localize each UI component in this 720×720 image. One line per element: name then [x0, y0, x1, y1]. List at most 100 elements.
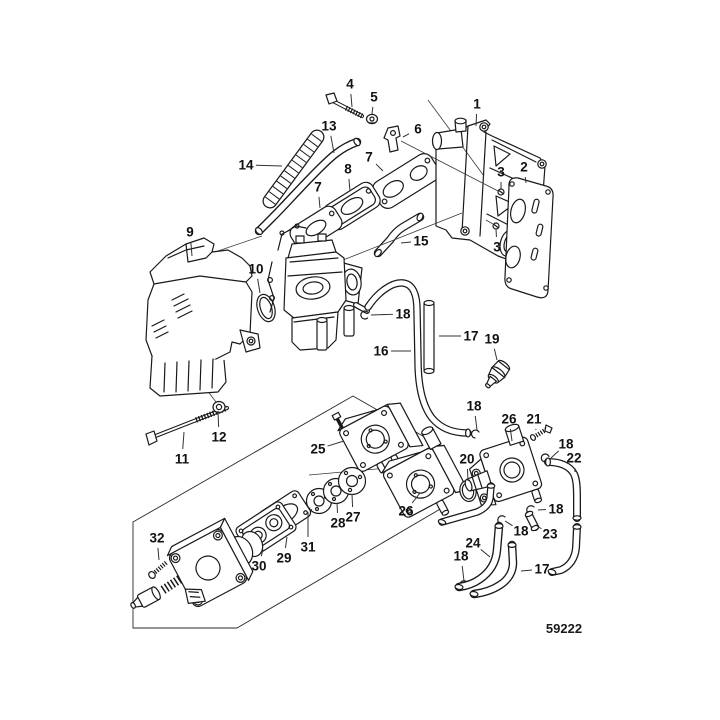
callout-25: 25 — [310, 442, 326, 457]
callout-17: 17 — [534, 562, 549, 577]
callout-18: 18 — [558, 437, 574, 452]
callout-27: 27 — [345, 510, 360, 525]
callout-leader-18 — [370, 313, 394, 316]
callout-18: 18 — [548, 502, 564, 517]
callout-leader-7 — [318, 196, 321, 209]
part-clip-18-a — [360, 310, 369, 320]
part-clip-18-b — [471, 429, 480, 439]
part-hose-17-bottom — [469, 540, 518, 599]
callout-32: 32 — [149, 531, 164, 546]
callout-15: 15 — [413, 234, 429, 249]
callout-leader-18 — [504, 520, 513, 527]
callout-5: 5 — [370, 90, 378, 105]
drawing-number: 59222 — [546, 621, 582, 636]
callout-leader-18 — [474, 415, 478, 431]
callout-leader-6 — [402, 133, 410, 138]
part-fuel-pump-26-left — [381, 426, 469, 518]
callout-leader-25 — [327, 440, 345, 447]
callout-31: 31 — [300, 540, 316, 555]
part-tube-15 — [373, 212, 425, 258]
part-hose-22 — [544, 457, 582, 576]
callout-7: 7 — [365, 150, 373, 165]
callout-18: 18 — [513, 524, 529, 539]
callout-3: 3 — [497, 165, 505, 180]
callout-leader-30 — [260, 548, 264, 557]
callout-leader-19 — [493, 348, 498, 361]
part-gasket-2 — [504, 177, 554, 299]
callout-leader-1 — [475, 113, 478, 127]
callout-leader-9 — [190, 241, 193, 257]
part-hose-elbow — [437, 482, 496, 526]
callout-12: 12 — [211, 430, 226, 445]
callout-leader-10 — [257, 278, 261, 294]
callout-leader-23 — [536, 525, 542, 530]
callout-11: 11 — [175, 452, 190, 467]
part-bracket-6 — [383, 125, 401, 153]
part-bolt-4 — [325, 92, 364, 119]
callout-1: 1 — [473, 97, 481, 112]
callout-leader-18 — [461, 565, 465, 582]
callout-leader-18 — [550, 450, 560, 459]
part-fuel-pump-body — [166, 517, 254, 608]
callout-28: 28 — [330, 516, 346, 531]
callout-2: 2 — [520, 160, 528, 175]
part-washer-12 — [212, 400, 226, 414]
part-tube-17 — [423, 299, 435, 375]
part-screw-32 — [148, 560, 169, 579]
callout-leader-13 — [330, 135, 335, 154]
callout-13: 13 — [321, 119, 337, 134]
callout-leader-20 — [466, 468, 469, 482]
callout-leader-29 — [284, 536, 288, 549]
callout-leader-7 — [375, 163, 384, 172]
callout-leader-32 — [157, 547, 160, 561]
part-sleeve — [262, 129, 325, 209]
callout-17: 17 — [463, 329, 478, 344]
part-spring — [160, 575, 183, 594]
callout-21: 21 — [526, 412, 542, 427]
part-clip-18-c — [540, 453, 550, 463]
callout-26: 26 — [398, 504, 414, 519]
callout-24: 24 — [465, 536, 481, 551]
callout-leader-26 — [509, 428, 513, 442]
callout-7: 7 — [314, 180, 322, 195]
callout-8: 8 — [344, 162, 352, 177]
callout-leader-11 — [182, 431, 185, 450]
callout-6: 6 — [414, 122, 422, 137]
part-carburetor — [267, 212, 463, 351]
callout-18: 18 — [466, 399, 482, 414]
callout-leader-17 — [520, 569, 533, 572]
callout-23: 23 — [542, 527, 558, 542]
callout-leader-28 — [336, 502, 338, 514]
callout-leader-15 — [400, 241, 412, 244]
callout-22: 22 — [566, 451, 581, 466]
callout-14: 14 — [238, 158, 254, 173]
callout-leader-2 — [524, 176, 527, 184]
part-hose-13 — [254, 137, 362, 236]
callout-leader-4 — [350, 93, 353, 108]
part-hose-16 — [364, 279, 472, 438]
callout-18: 18 — [395, 307, 411, 322]
callout-leader-26 — [411, 492, 421, 504]
part-fitting-21 — [529, 424, 553, 441]
callout-leader-8 — [348, 178, 351, 192]
part-hose-24 — [454, 521, 504, 592]
callout-20: 20 — [459, 452, 474, 467]
callout-16: 16 — [373, 344, 389, 359]
part-washer-5 — [365, 113, 379, 125]
callout-18: 18 — [453, 549, 469, 564]
callout-leader-12 — [217, 410, 220, 428]
callout-3: 3 — [493, 240, 501, 255]
part-connector-19 — [484, 359, 511, 389]
callout-30: 30 — [251, 559, 266, 574]
callout-19: 19 — [484, 332, 499, 347]
callout-4: 4 — [346, 77, 354, 92]
callout-leader-27 — [351, 493, 354, 508]
part-check-valve-discs — [305, 466, 367, 515]
part-hose-23 — [524, 510, 540, 532]
callout-26: 26 — [501, 412, 517, 427]
part-oring-10 — [256, 293, 276, 323]
callout-10: 10 — [248, 262, 263, 277]
